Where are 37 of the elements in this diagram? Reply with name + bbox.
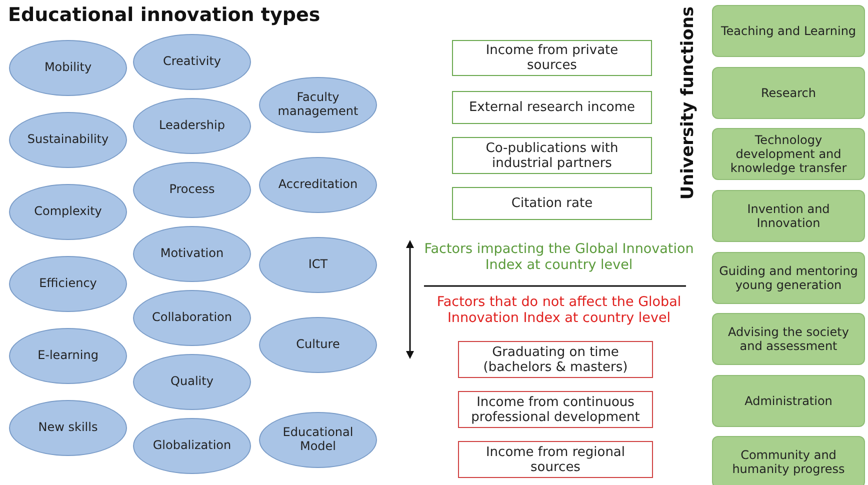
innovation-type-ellipse: ICT [259,237,377,293]
function-box: Guiding and mentoring young generation [712,252,865,304]
factor-box: Income from continuous professional development [458,391,653,428]
innovation-type-ellipse: Leadership [133,98,251,154]
innovation-type-ellipse: Globalization [133,418,251,474]
section-title: University functions [678,5,698,202]
innovation-type-ellipse: Efficiency [9,256,127,312]
function-box: Technology development and knowledge transfer [712,128,865,180]
function-box: Administration [712,375,865,427]
factor-box: Citation rate [452,187,652,220]
function-box: Invention and Innovation [712,190,865,242]
function-box: Teaching and Learning [712,5,865,57]
factor-box: External research income [452,91,652,124]
innovation-type-ellipse: Complexity [9,184,127,240]
innovation-type-ellipse: Motivation [133,226,251,282]
factor-box: Income from private sources [452,40,652,76]
innovation-type-ellipse: Process [133,162,251,218]
factor-box: Graduating on time (bachelors & masters) [458,341,653,378]
innovation-type-ellipse: Culture [259,317,377,373]
section-title: Educational innovation types [8,4,322,26]
function-box: Advising the society and assessment [712,313,865,365]
innovation-type-ellipse: Collaboration [133,290,251,346]
category-heading: Factors impacting the Global Innovation Index at country level [423,241,695,273]
innovation-type-ellipse: Mobility [9,40,127,96]
innovation-type-ellipse: Faculty management [259,77,377,133]
function-box: Community and humanity progress [712,436,865,485]
innovation-type-ellipse: Creativity [133,34,251,90]
innovation-type-ellipse: Educational Model [259,412,377,468]
innovation-type-ellipse: Quality [133,354,251,410]
factor-box: Income from regional sources [458,441,653,478]
innovation-type-ellipse: E-learning [9,328,127,384]
factor-box: Co-publications with industrial partners [452,137,652,174]
innovation-type-ellipse: Accreditation [259,157,377,213]
innovation-type-ellipse: New skills [9,400,127,456]
category-heading: Factors that do not affect the Global Innovation Index at country level [436,294,682,326]
function-box: Research [712,67,865,119]
innovation-type-ellipse: Sustainability [9,112,127,168]
